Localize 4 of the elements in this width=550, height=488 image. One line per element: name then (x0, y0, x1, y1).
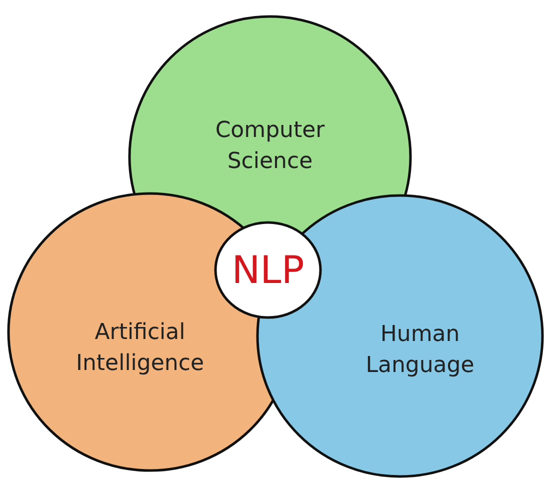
circle-label: Computer Science (214, 117, 326, 176)
center-label: NLP (230, 247, 306, 294)
circle-label: Human Language (364, 321, 476, 380)
circle-label: Artificial Intelligence (74, 319, 205, 378)
